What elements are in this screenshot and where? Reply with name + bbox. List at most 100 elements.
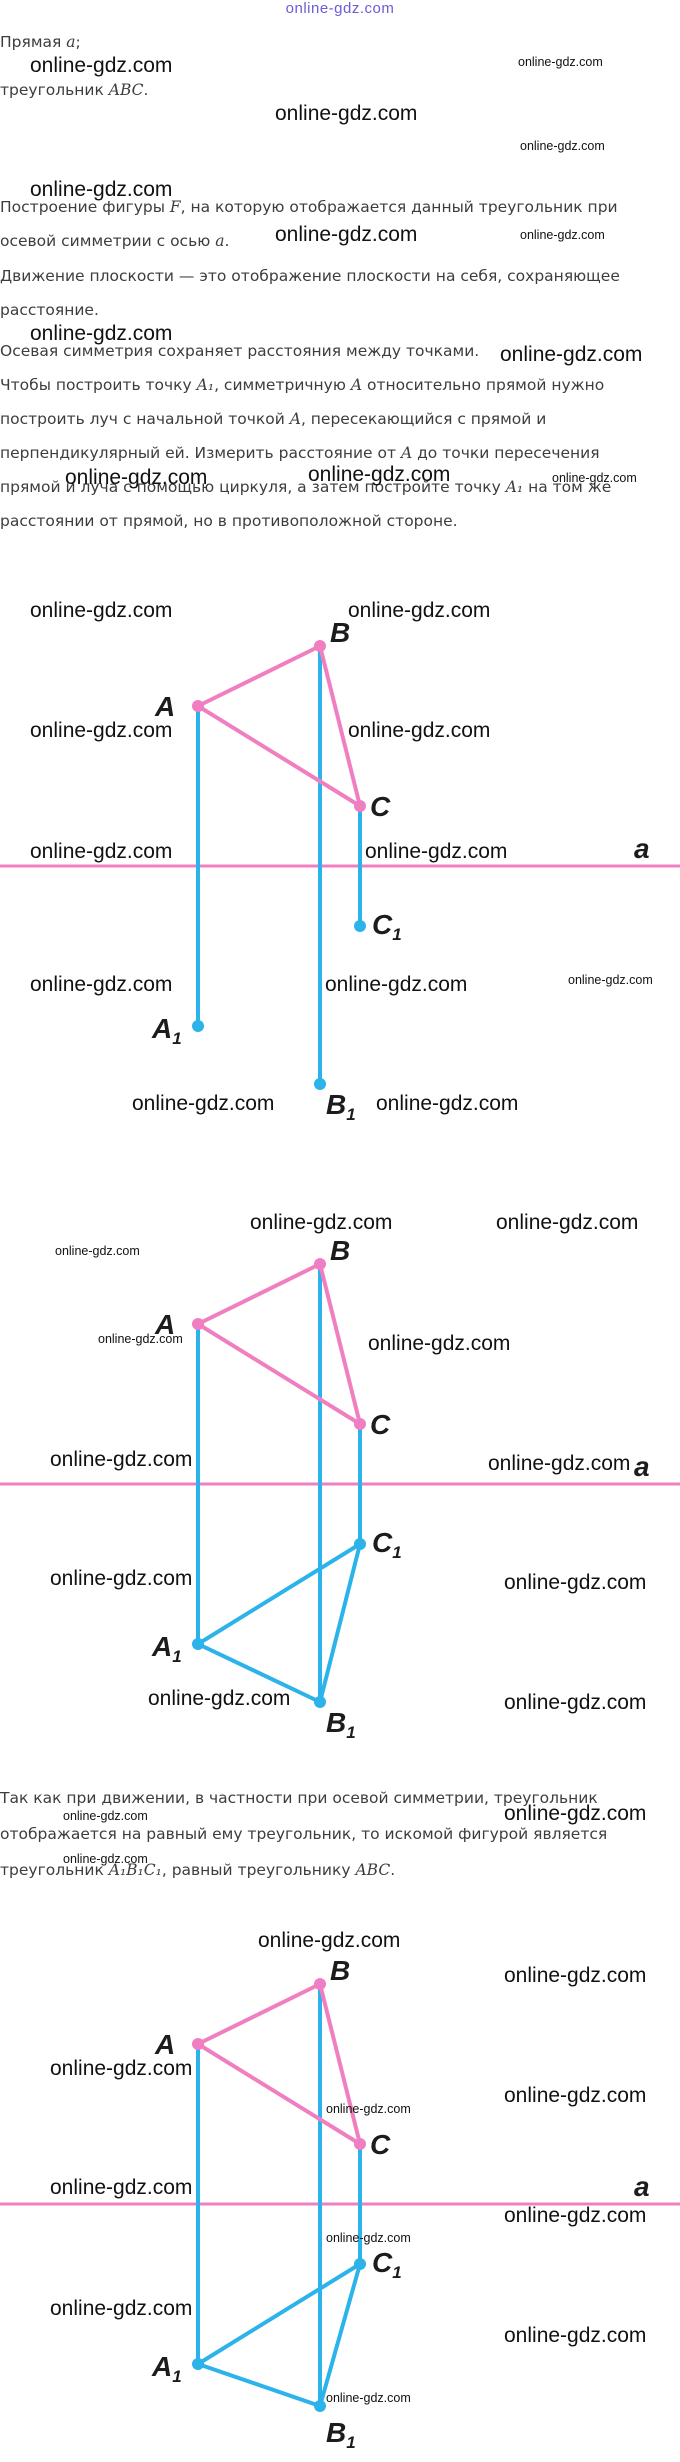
label-c: C xyxy=(370,791,391,822)
label-c: C xyxy=(370,1409,391,1440)
triangle-abc xyxy=(196,644,362,808)
watermark: online-gdz.com xyxy=(326,2391,411,2405)
watermark: online-gdz.com xyxy=(30,719,173,742)
line-a: Прямая a; xyxy=(0,33,81,51)
label-axis-a: a xyxy=(634,1451,650,1482)
watermark: online-gdz.com xyxy=(65,466,208,489)
point-b1 xyxy=(314,2400,326,2412)
paragraph-steps: Чтобы построить точку A₁, симметричную A… xyxy=(0,376,612,530)
paragraph-motion: Движение плоскости — это отображение пло… xyxy=(0,267,620,319)
watermark: online-gdz.com xyxy=(63,1852,148,1866)
paragraph-construction: Построение фигуры F, на которую отобража… xyxy=(0,198,618,250)
point-c xyxy=(354,800,366,812)
watermark: online-gdz.com xyxy=(55,1244,140,1258)
watermark: online-gdz.com xyxy=(30,599,173,622)
point-a xyxy=(192,700,204,712)
site-header[interactable]: online-gdz.com xyxy=(285,0,395,17)
point-b1 xyxy=(314,1078,326,1090)
label-c1: C1 xyxy=(372,909,402,944)
label-axis-a: a xyxy=(634,2171,650,2202)
label-b1: B1 xyxy=(326,2417,356,2452)
watermark: online-gdz.com xyxy=(504,2204,647,2227)
triangle-abc xyxy=(196,1982,362,2146)
watermark: online-gdz.com xyxy=(50,1567,193,1590)
watermark: online-gdz.com xyxy=(30,973,173,996)
var-abc: ABC xyxy=(108,81,144,99)
paragraph-conclusion: Так как при движении, в частности при ос… xyxy=(0,1789,608,1879)
watermark: online-gdz.com xyxy=(518,55,603,69)
watermark: online-gdz.com xyxy=(30,54,173,77)
watermark: online-gdz.com xyxy=(63,1809,148,1823)
triangle-a1b1c1 xyxy=(196,1542,362,1704)
label-axis-a: a xyxy=(634,833,650,864)
watermark: online-gdz.com xyxy=(496,1211,639,1234)
watermark: online-gdz.com xyxy=(326,2231,411,2245)
watermark: online-gdz.com xyxy=(250,1211,393,1234)
watermark: online-gdz.com xyxy=(348,599,491,622)
watermark: online-gdz.com xyxy=(50,2057,193,2080)
watermark: online-gdz.com xyxy=(504,2324,647,2347)
watermark: online-gdz.com xyxy=(504,2084,647,2107)
label-b: B xyxy=(330,1235,350,1266)
point-c1 xyxy=(354,920,366,932)
watermark: online-gdz.com xyxy=(504,1802,647,1825)
watermark: online-gdz.com xyxy=(98,1332,183,1346)
watermark: online-gdz.com xyxy=(275,102,418,125)
point-a1 xyxy=(192,1020,204,1032)
triangle-abc xyxy=(196,1262,362,1426)
label-a: A xyxy=(154,2029,175,2060)
watermark: online-gdz.com xyxy=(568,973,653,987)
var-a: a xyxy=(66,33,76,51)
point-a1 xyxy=(192,2358,204,2370)
label-b: B xyxy=(330,1955,350,1986)
watermark: online-gdz.com xyxy=(348,719,491,742)
watermark: online-gdz.com xyxy=(365,840,508,863)
watermark: online-gdz.com xyxy=(132,1092,275,1115)
label-b1: B1 xyxy=(326,1089,356,1124)
label-a: A xyxy=(154,1309,175,1340)
watermark: online-gdz.com xyxy=(326,2102,411,2116)
triangle-a1b1c1 xyxy=(196,2262,362,2408)
point-b1 xyxy=(314,1696,326,1708)
watermark: online-gdz.com xyxy=(275,223,418,246)
point-c xyxy=(354,2138,366,2150)
watermark: online-gdz.com xyxy=(258,1929,401,1952)
point-b xyxy=(314,1258,326,1270)
watermark: online-gdz.com xyxy=(500,343,643,366)
paragraph-symmetry: Осевая симметрия сохраняет расстояния ме… xyxy=(0,342,480,360)
point-b xyxy=(314,1978,326,1990)
label-a1: A1 xyxy=(151,1631,182,1666)
label-c1: C1 xyxy=(372,1527,402,1562)
figure-1-diagram: A B C a C1 A1 B1 xyxy=(0,617,680,1124)
watermark: online-gdz.com xyxy=(504,1571,647,1594)
label-c1: C1 xyxy=(372,2247,402,2282)
watermark: online-gdz.com xyxy=(368,1332,511,1355)
watermark: online-gdz.com xyxy=(504,1691,647,1714)
watermark: online-gdz.com xyxy=(308,463,451,486)
label-c: C xyxy=(370,2129,391,2160)
point-a xyxy=(192,2038,204,2050)
watermark: online-gdz.com xyxy=(50,2176,193,2199)
watermark: online-gdz.com xyxy=(30,322,173,345)
point-a1 xyxy=(192,1638,204,1650)
watermark: online-gdz.com xyxy=(520,228,605,242)
watermark: online-gdz.com xyxy=(50,1448,193,1471)
watermark: online-gdz.com xyxy=(504,1964,647,1987)
point-c1 xyxy=(354,1538,366,1550)
figure-3-diagram: A B C a C1 A1 B1 xyxy=(0,1955,680,2452)
label-b1: B1 xyxy=(326,1707,356,1742)
watermark: online-gdz.com xyxy=(552,471,637,485)
watermark: online-gdz.com xyxy=(30,840,173,863)
label-b: B xyxy=(330,617,350,648)
watermark: online-gdz.com xyxy=(30,178,173,201)
figure-2-diagram: A B C a C1 A1 B1 xyxy=(0,1235,680,1742)
label-a: A xyxy=(154,691,175,722)
label-a1: A1 xyxy=(151,2351,182,2386)
label-a1: A1 xyxy=(151,1013,182,1048)
line-triangle: треугольник ABC. xyxy=(0,81,149,99)
watermark: online-gdz.com xyxy=(488,1452,631,1475)
watermark: online-gdz.com xyxy=(520,139,605,153)
point-b xyxy=(314,640,326,652)
point-c1 xyxy=(354,2258,366,2270)
watermark: online-gdz.com xyxy=(376,1092,519,1115)
